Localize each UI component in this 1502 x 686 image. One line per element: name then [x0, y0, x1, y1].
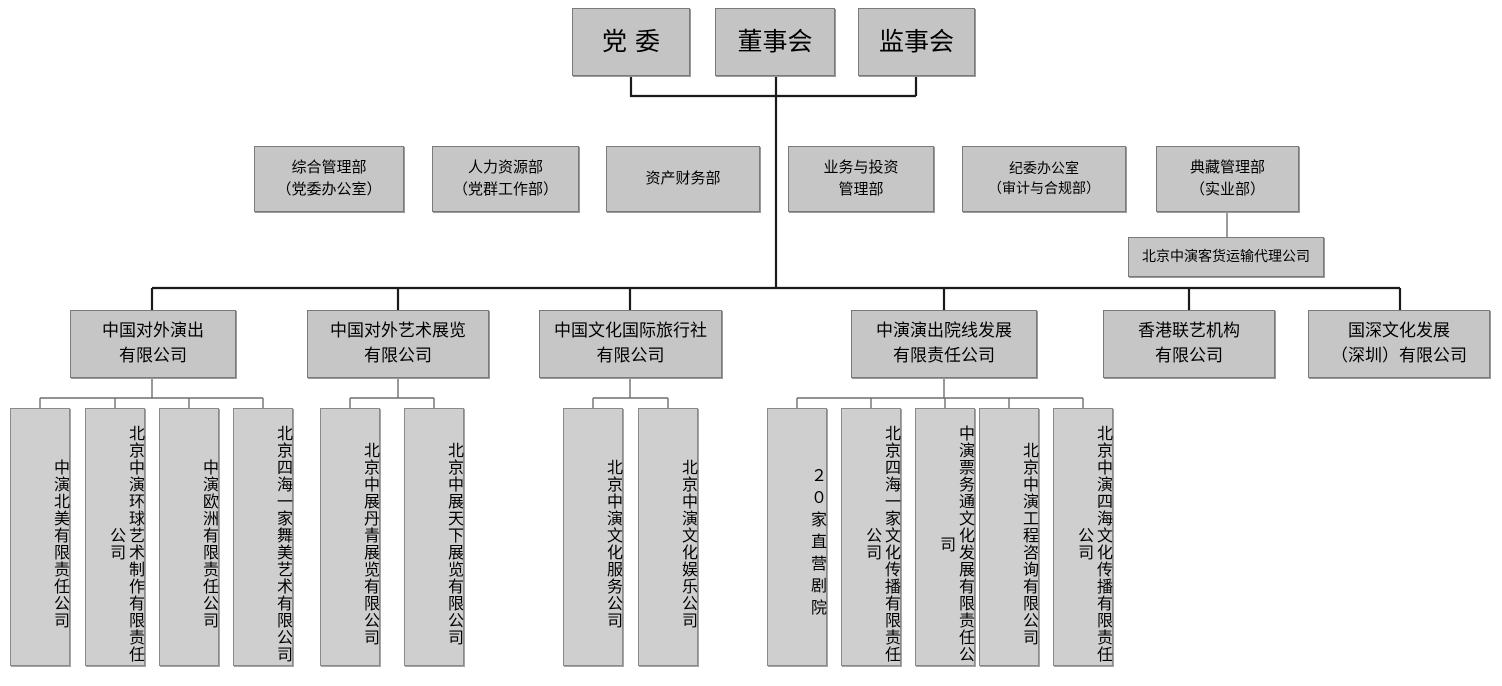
node-hongkong-lianyi[interactable]: 香港联艺机构 有限公司 — [1103, 310, 1275, 378]
node-twenty-theatres[interactable]: ２０家直营剧院 — [767, 408, 827, 666]
link-exec-bus — [629, 76, 916, 98]
node-asset-finance-dept[interactable]: 资产财务部 — [606, 146, 760, 212]
node-collection-admin-dept[interactable]: 典藏管理部 （实业部） — [1156, 146, 1299, 212]
node-cpaa[interactable]: 中国对外演出 有限公司 — [70, 310, 236, 378]
node-discipline-office-dept[interactable]: 纪委办公室 （审计与合规部） — [962, 146, 1126, 212]
node-business-investment-dept[interactable]: 业务与投资 管理部 — [788, 146, 934, 212]
node-guoshen-culture[interactable]: 国深文化发展 （深圳）有限公司 — [1308, 310, 1490, 378]
node-culture-travel[interactable]: 中国文化国际旅行社 有限公司 — [539, 310, 722, 378]
node-engineering-consult[interactable]: 北京中演工程咨询有限公司 — [979, 408, 1039, 666]
node-transport-agency[interactable]: 北京中演客货运输代理公司 — [1128, 237, 1324, 277]
node-general-admin-dept[interactable]: 综合管理部 （党委办公室） — [254, 146, 404, 212]
node-theatre-chain[interactable]: 中演演出院线发展 有限责任公司 — [851, 310, 1037, 378]
node-beijing-huanqiu-art[interactable]: 北京中演环球艺术制作有限责任公司 — [85, 408, 145, 666]
node-human-resources-dept[interactable]: 人力资源部 （党群工作部） — [432, 146, 579, 212]
node-sihai-yijia-media[interactable]: 北京四海一家文化传播有限责任公司 — [841, 408, 901, 666]
node-tianxia-exhibition[interactable]: 北京中展天下展览有限公司 — [404, 408, 464, 666]
node-art-exhibition[interactable]: 中国对外艺术展览 有限公司 — [307, 310, 489, 378]
node-zhongyan-beimei[interactable]: 中演北美有限责任公司 — [10, 408, 70, 666]
node-sihai-media[interactable]: 北京中演四海文化传播有限责任公司 — [1053, 408, 1113, 666]
node-ticket-culture[interactable]: 中演票务通文化发展有限责任公司 — [915, 408, 975, 666]
node-danqing-exhibition[interactable]: 北京中展丹青展览有限公司 — [320, 408, 380, 666]
node-culture-entertainment[interactable]: 北京中演文化娱乐公司 — [638, 408, 698, 666]
node-board-of-directors[interactable]: 董事会 — [715, 8, 835, 76]
node-sihai-yijia-stage[interactable]: 北京四海一家舞美艺术有限公司 — [233, 408, 293, 666]
node-zhongyan-europe[interactable]: 中演欧洲有限责任公司 — [159, 408, 219, 666]
node-culture-service[interactable]: 北京中演文化服务公司 — [563, 408, 623, 666]
node-board-of-supervisors[interactable]: 监事会 — [858, 8, 975, 76]
node-party-committee[interactable]: 党 委 — [572, 8, 690, 76]
